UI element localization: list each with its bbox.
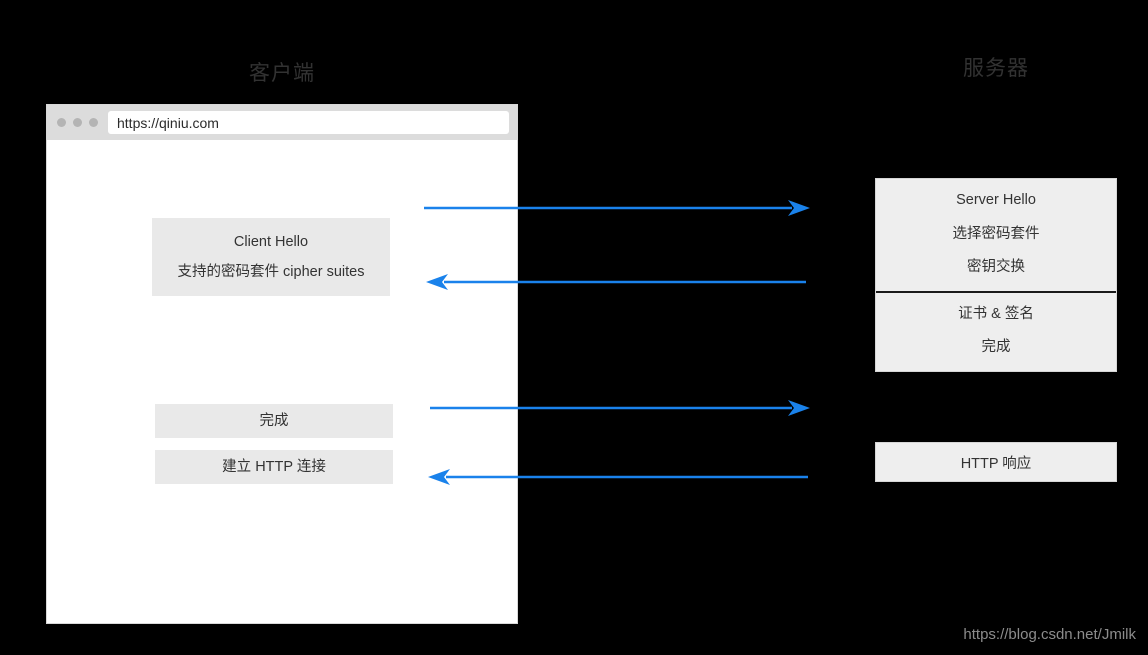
- client-finished-message-box: 完成: [155, 404, 393, 438]
- server-column-title: 服务器: [963, 57, 1029, 80]
- server-hello-line-1: Server Hello: [956, 192, 1036, 208]
- client-http-connect-label: 建立 HTTP 连接: [222, 458, 326, 475]
- http-response-arrow: [428, 469, 808, 485]
- watermark-text: https://blog.csdn.net/Jmilk: [963, 626, 1136, 643]
- traffic-light-group: [57, 118, 98, 127]
- server-hello-line-2: 选择密码套件: [952, 225, 1040, 242]
- client-http-connect-message-box: 建立 HTTP 连接: [155, 450, 393, 484]
- client-hello-message-box: Client Hello 支持的密码套件 cipher suites: [152, 218, 390, 296]
- client-hello-line-2: 支持的密码套件 cipher suites: [177, 264, 365, 280]
- client-column-title: 客户端: [249, 62, 315, 85]
- server-hello-arrow: [426, 274, 806, 290]
- server-http-response-label: HTTP 响应: [960, 455, 1032, 472]
- server-certificate-line-1: 证书 & 签名: [958, 305, 1034, 322]
- client-finished-label: 完成: [259, 412, 289, 429]
- close-dot-icon[interactable]: [57, 118, 66, 127]
- url-input[interactable]: [108, 111, 509, 134]
- client-finished-arrow: [430, 400, 810, 416]
- browser-viewport: Client Hello 支持的密码套件 cipher suites 完成 建立…: [47, 140, 517, 623]
- server-certificate-section: 证书 & 签名 完成: [876, 292, 1116, 371]
- minimize-dot-icon[interactable]: [73, 118, 82, 127]
- server-http-response-box: HTTP 响应: [875, 442, 1117, 482]
- server-box-divider: [876, 290, 1116, 293]
- client-hello-line-1: Client Hello: [233, 233, 309, 250]
- server-certificate-line-2: 完成: [981, 339, 1011, 355]
- server-hello-section: Server Hello 选择密码套件 密钥交换: [876, 179, 1116, 291]
- server-hello-line-3: 密钥交换: [967, 259, 1025, 275]
- browser-window: Client Hello 支持的密码套件 cipher suites 完成 建立…: [47, 105, 517, 623]
- browser-titlebar: [47, 105, 517, 140]
- server-handshake-box: Server Hello 选择密码套件 密钥交换 证书 & 签名 完成: [875, 178, 1117, 372]
- client-hello-arrow: [424, 200, 810, 216]
- maximize-dot-icon[interactable]: [89, 118, 98, 127]
